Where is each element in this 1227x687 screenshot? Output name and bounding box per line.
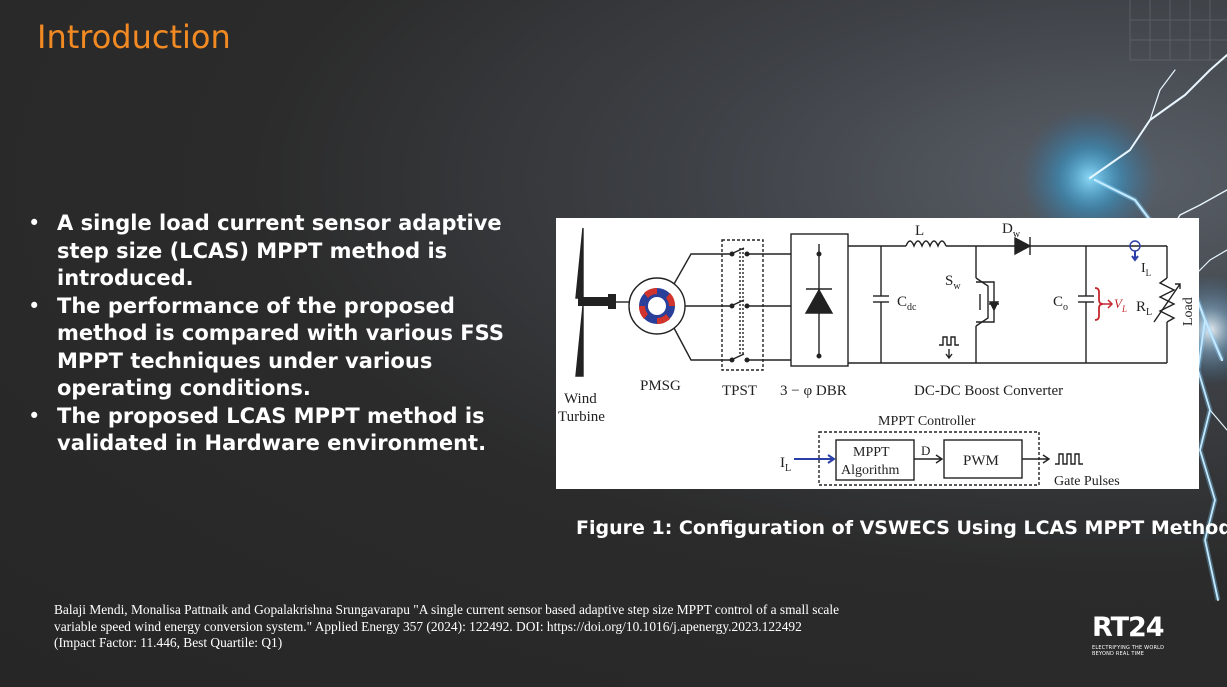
diode-icon xyxy=(1014,236,1032,256)
bullet-item: The proposed LCAS MPPT method is validat… xyxy=(26,403,536,458)
bullet-item: The performance of the proposed method i… xyxy=(26,293,536,403)
boost-label: DC-DC Boost Converter xyxy=(914,383,1063,399)
inductor-icon xyxy=(905,240,947,248)
co-label: Co xyxy=(1053,294,1068,313)
mppt-algorithm-box xyxy=(835,439,915,481)
pulse-icon xyxy=(1055,453,1083,465)
diode-label: Dw xyxy=(1002,221,1021,240)
pulse-icon xyxy=(939,336,959,346)
logo-tagline: ELECTRIFYING THE WORLD BEYOND REAL TIME xyxy=(1092,645,1165,657)
il-label: IL xyxy=(1141,261,1151,278)
turbine-label: Turbine xyxy=(558,409,605,425)
slide-title: Introduction xyxy=(37,18,231,56)
vl-label: VL xyxy=(1114,296,1127,314)
citation-line: Balaji Mendi, Monalisa Pattnaik and Gopa… xyxy=(54,602,840,617)
dbr-label: 3 − φ DBR xyxy=(780,383,847,399)
rl-label: RL xyxy=(1136,299,1152,318)
gate-pulses-label: Gate Pulses xyxy=(1054,474,1120,489)
algorithm-label: Algorithm xyxy=(841,463,899,478)
bullet-list: A single load current sensor adaptive st… xyxy=(26,210,536,458)
d-label: D xyxy=(921,443,930,458)
logo-text: RT24 xyxy=(1092,612,1165,643)
pmsg-label: PMSG xyxy=(640,378,681,394)
resistor-icon xyxy=(1158,277,1176,323)
citation-line: variable speed wind energy conversion sy… xyxy=(54,618,802,634)
mppt-label: MPPT xyxy=(853,445,890,460)
rt24-logo: RT24 ELECTRIFYING THE WORLD BEYOND REAL … xyxy=(1092,612,1165,657)
circuit-diagram: Wind Turbine PMSG TPST 3 − φ DBR L Dw Sw… xyxy=(558,221,1196,489)
tpst-switch-icon xyxy=(721,239,764,371)
pwm-label: PWM xyxy=(963,453,999,469)
circuit-figure: Wind Turbine PMSG TPST 3 − φ DBR L Dw Sw… xyxy=(556,218,1199,489)
il-input-arrow xyxy=(794,454,836,464)
turbine-blade-icon xyxy=(575,227,584,299)
inductor-label: L xyxy=(915,223,924,239)
figure-caption: Figure 1: Configuration of VSWECS Using … xyxy=(576,517,1227,539)
cdc-label: Cdc xyxy=(897,294,917,313)
grid-pattern xyxy=(1129,0,1227,61)
igbt-icon xyxy=(975,277,989,327)
turbine-hub-icon xyxy=(578,297,612,306)
il-input-label: IL xyxy=(780,455,791,474)
mppt-controller-label: MPPT Controller xyxy=(878,414,976,429)
citation-line: (Impact Factor: 11.446, Best Quartile: Q… xyxy=(54,635,283,650)
tpst-label: TPST xyxy=(722,383,757,399)
bullet-item: A single load current sensor adaptive st… xyxy=(26,210,536,293)
wind-label: Wind xyxy=(564,391,597,407)
switch-label: Sw xyxy=(945,273,961,292)
dbr-box xyxy=(790,233,849,367)
citation: Balaji Mendi, Monalisa Pattnaik and Gopa… xyxy=(54,602,994,652)
diode-icon xyxy=(804,288,834,314)
load-label: Load xyxy=(1181,297,1196,326)
turbine-blade-icon xyxy=(575,305,584,377)
